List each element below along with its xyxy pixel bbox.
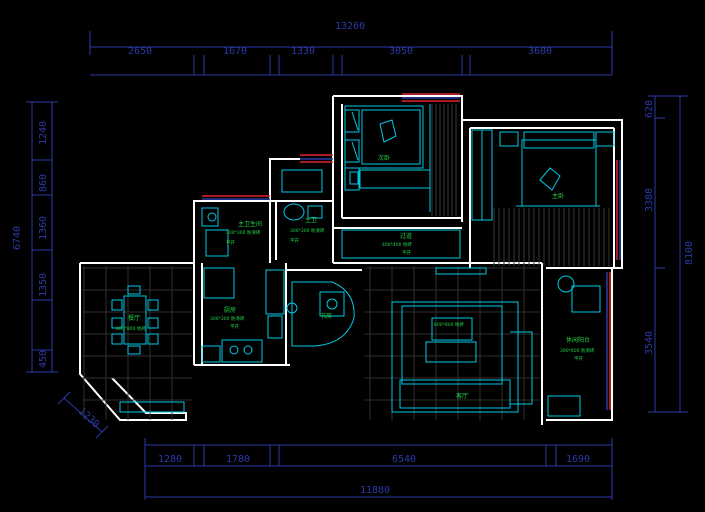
label-kitchen: 厨房 bbox=[224, 306, 236, 314]
dim-left-seg-4: 1350 bbox=[38, 273, 49, 297]
dim-top-seg-4: 3050 bbox=[389, 46, 413, 57]
floor-wood-bedrooms bbox=[431, 104, 610, 266]
spec-balcony: 300*600 防滑砖 bbox=[560, 347, 595, 354]
dim-left-seg-3: 1360 bbox=[38, 216, 49, 240]
label-master-bedroom: 主卧 bbox=[552, 192, 564, 200]
label-balcony: 休闲阳台 bbox=[566, 336, 590, 344]
label-living: 客厅 bbox=[456, 392, 468, 400]
dim-left-seg-1: 1240 bbox=[38, 121, 49, 145]
label-master-bath: 主卫 bbox=[305, 216, 317, 224]
spec-dining: 800*800 地砖 bbox=[116, 325, 146, 332]
left-dimension-lines bbox=[26, 101, 58, 373]
label-study: 书房 bbox=[320, 312, 332, 320]
right-dimension-lines bbox=[648, 95, 688, 413]
dim-right-seg-2: 3380 bbox=[644, 188, 655, 212]
windows bbox=[202, 93, 621, 410]
diagonal-dimension bbox=[57, 391, 109, 439]
note-corridor: 平开 bbox=[402, 250, 411, 256]
dim-left-total: 6740 bbox=[12, 226, 23, 250]
spec-kitchen: 300*300 防滑砖 bbox=[210, 315, 245, 322]
room-labels: 次卧 主卧 主卫生间 300*300 防滑砖 平开 主卫 300*300 防滑砖… bbox=[116, 154, 595, 400]
dim-left-seg-2: 860 bbox=[38, 174, 49, 192]
spec-guest-bath: 300*300 防滑砖 bbox=[226, 229, 261, 236]
dim-bottom-seg-1: 1280 bbox=[158, 454, 182, 465]
dim-right-total: 8100 bbox=[684, 241, 695, 265]
dim-top-seg-2: 1670 bbox=[223, 46, 247, 57]
dim-left-seg-5: 450 bbox=[38, 350, 49, 368]
walls bbox=[79, 95, 623, 425]
note-kitchen: 平开 bbox=[230, 324, 239, 330]
label-dining: 餐厅 bbox=[128, 314, 140, 322]
spec-corridor: 400*400 地砖 bbox=[382, 241, 412, 248]
top-dimension-lines bbox=[89, 31, 613, 76]
label-second-bedroom: 次卧 bbox=[378, 154, 390, 162]
dim-top-seg-3: 1330 bbox=[291, 46, 315, 57]
bottom-dimension-lines bbox=[144, 438, 613, 500]
spec-master-bath: 300*300 防滑砖 bbox=[290, 227, 325, 234]
dim-top-seg-1: 2650 bbox=[128, 46, 152, 57]
furniture bbox=[111, 104, 615, 417]
dim-top-seg-5: 3600 bbox=[528, 46, 552, 57]
dim-diagonal: 1230 bbox=[76, 406, 101, 430]
spec-living: 800*800 地砖 bbox=[434, 321, 464, 328]
note-master-bath: 平开 bbox=[290, 238, 299, 244]
note-balcony: 平开 bbox=[574, 356, 583, 362]
label-guest-bath: 主卫生间 bbox=[238, 220, 262, 228]
note-guest-bath: 平开 bbox=[226, 240, 235, 246]
floor-grid-living bbox=[82, 266, 540, 420]
dim-top-total: 13260 bbox=[335, 21, 365, 32]
dim-bottom-total: 11880 bbox=[360, 485, 390, 496]
dim-right-seg-1: 620 bbox=[644, 100, 655, 118]
dim-bottom-seg-2: 1780 bbox=[226, 454, 250, 465]
dim-right-seg-3: 3540 bbox=[644, 331, 655, 355]
label-corridor: 过道 bbox=[400, 232, 412, 240]
dim-bottom-seg-3: 6540 bbox=[392, 454, 416, 465]
dim-bottom-seg-4: 1690 bbox=[566, 454, 590, 465]
